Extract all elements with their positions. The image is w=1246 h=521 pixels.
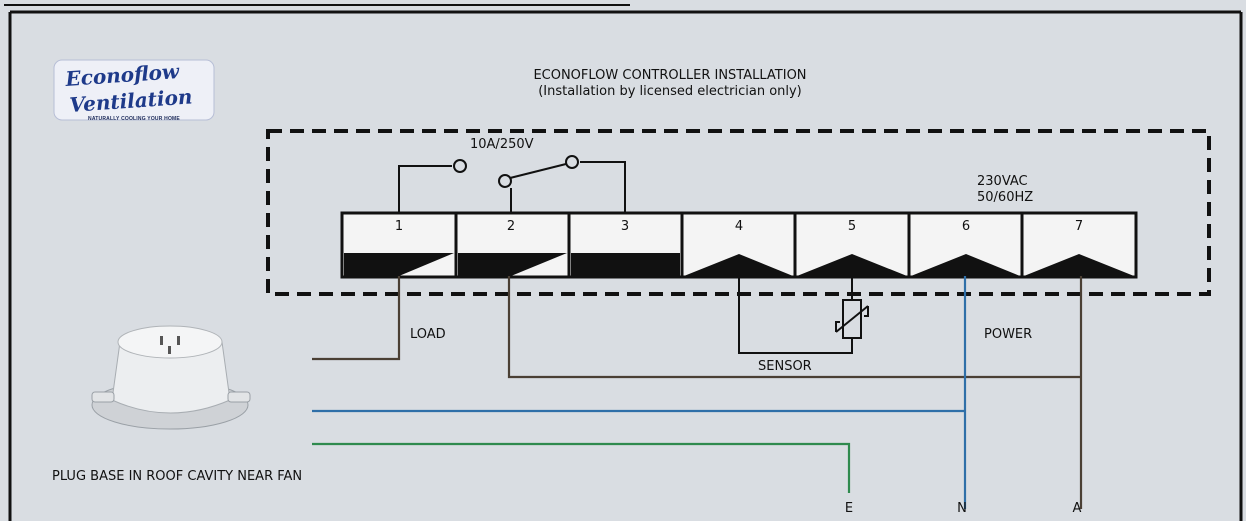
load-wire (312, 276, 401, 361)
sensor-label: SENSOR (758, 359, 812, 374)
logo-graphic: Econoflow Ventilation (53, 59, 215, 121)
title-line2: (Installation by licensed electrician on… (538, 84, 802, 99)
econoflow-logo: Econoflow Ventilation (52, 58, 216, 122)
terminal-6-wedge (911, 254, 1020, 276)
terminal-2-wedge (458, 253, 567, 276)
terminal-label: 5 (848, 219, 856, 234)
relay-switch (398, 155, 626, 213)
power-frequency: 50/60HZ (977, 190, 1033, 205)
load-label: LOAD (410, 327, 446, 342)
plug-base-image (91, 325, 251, 430)
logo-tagline: NATURALLY COOLING YOUR HOME (88, 116, 180, 122)
plug-base-label: PLUG BASE IN ROOF CAVITY NEAR FAN (52, 469, 302, 484)
earth-label: E (845, 501, 853, 516)
terminal-3-wedge (571, 253, 680, 276)
terminal-label: 7 (1075, 219, 1083, 234)
terminal-label: 6 (962, 219, 970, 234)
terminal-block: 1 2 3 4 5 6 7 (340, 211, 1138, 279)
power-label: POWER (984, 327, 1032, 342)
terminal-7-wedge (1024, 254, 1134, 276)
neutral-label: N (957, 501, 967, 516)
terminal-label: 4 (735, 219, 743, 234)
earth-wire (312, 442, 851, 493)
terminal-1-wedge (344, 253, 454, 276)
active-label: A (1073, 501, 1082, 516)
terminal-label: 3 (621, 219, 629, 234)
terminal-5-wedge (797, 254, 907, 276)
active-link-wire (507, 276, 1081, 379)
sensor-wiring (738, 276, 869, 354)
terminal-label: 2 (507, 219, 515, 234)
terminal-label: 1 (395, 219, 403, 234)
terminal-4-wedge (684, 254, 793, 276)
title-line1: ECONOFLOW CONTROLLER INSTALLATION (533, 68, 807, 83)
power-voltage: 230VAC (977, 174, 1028, 189)
relay-rating: 10A/250V (470, 137, 534, 152)
diagram-title: ECONOFLOW CONTROLLER INSTALLATION (Insta… (470, 68, 870, 100)
